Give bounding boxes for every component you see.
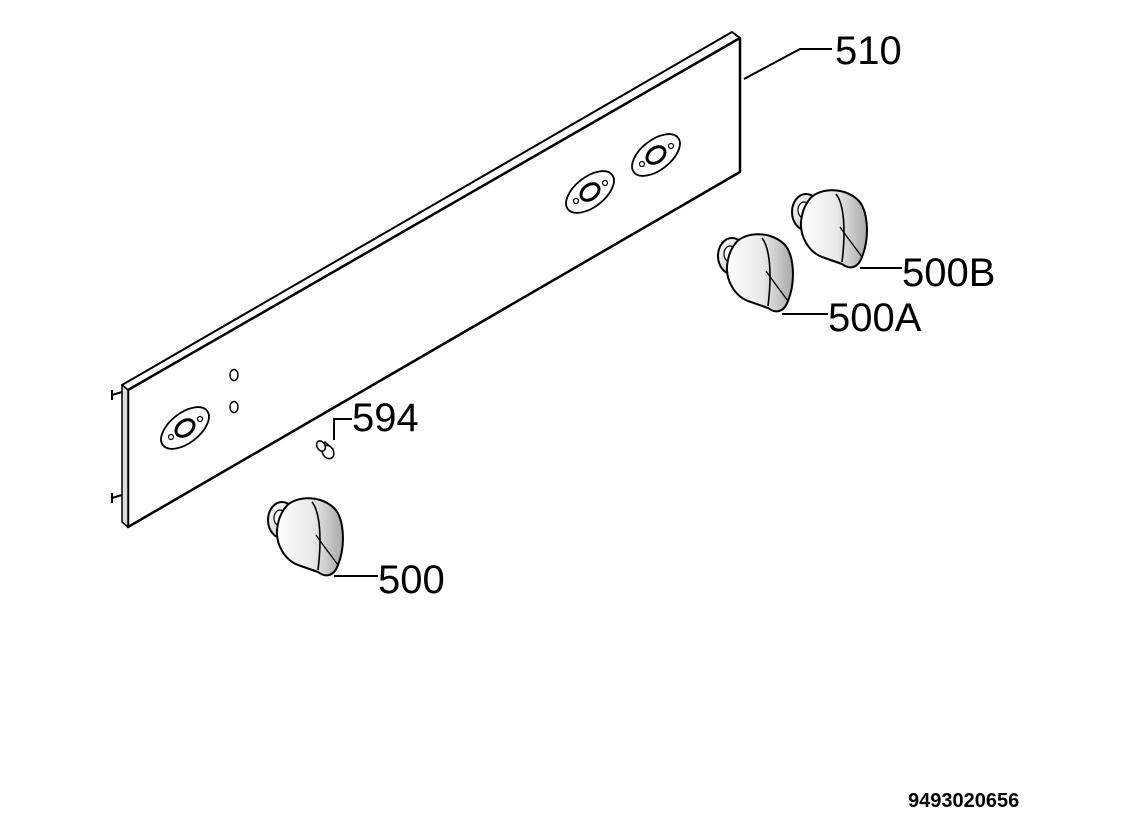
panel-indicator-holes [229,368,239,414]
knob-500 [267,497,344,577]
part-594-spring [315,440,335,460]
panel-knob-hole-left [160,406,210,450]
panel-knob-hole-middle [565,170,615,214]
label-500b: 500B [902,251,996,295]
panel-knob-hole-right [631,133,681,177]
leader-510 [743,48,832,80]
leader-594 [333,418,352,440]
diagram-code: 9493020656 [908,790,1020,812]
knob-500a [717,233,794,313]
label-594: 594 [352,396,419,440]
label-500a: 500A [828,296,922,340]
label-500: 500 [378,558,445,602]
control-panel [111,31,742,529]
label-510: 510 [835,29,902,73]
leader-lines [333,48,902,577]
knob-500b [791,189,868,269]
